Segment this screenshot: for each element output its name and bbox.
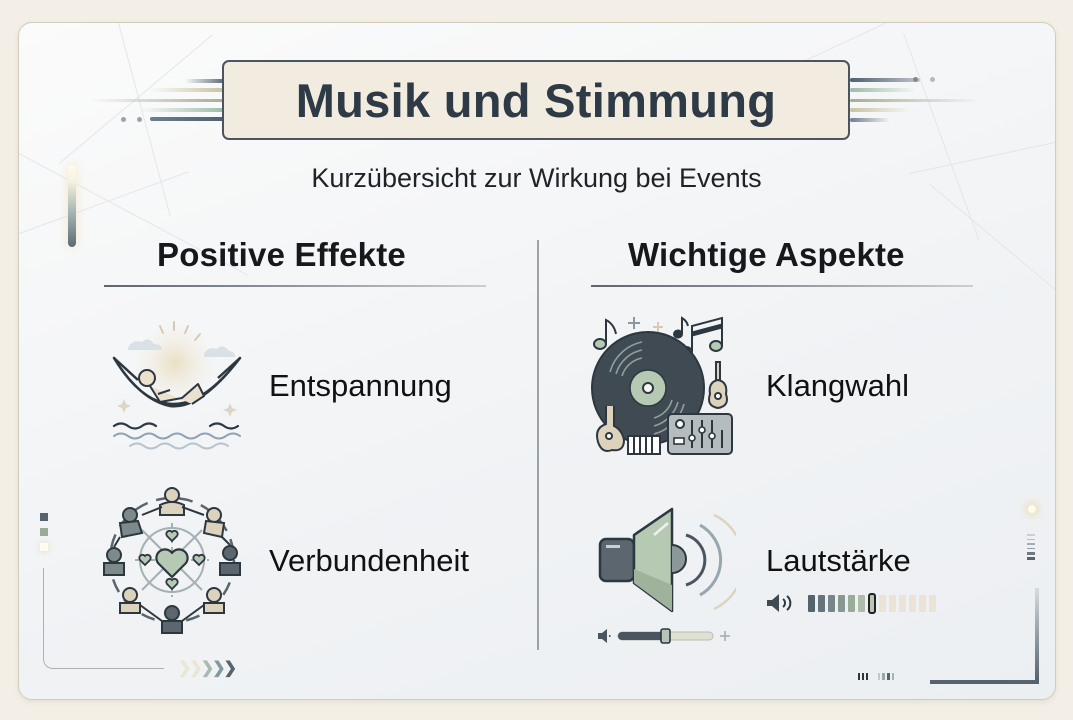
deco-stroke — [850, 118, 890, 122]
bg-line — [903, 33, 980, 241]
deco-stroke — [150, 88, 225, 92]
column-divider — [537, 240, 539, 650]
meter-segment-filled — [808, 594, 815, 612]
meter-segment-filled — [858, 594, 865, 612]
heading-rule — [591, 285, 973, 287]
item-label-entspannung: Entspannung — [269, 368, 452, 403]
deco-glow-dot — [1028, 505, 1036, 513]
heading-rule — [104, 285, 486, 287]
deco-dot — [121, 117, 126, 122]
deco-swatch — [40, 513, 48, 521]
meter-segment-filled — [848, 594, 855, 612]
chevrons-icon: ❯❯❯❯❯ — [178, 660, 237, 677]
bg-line — [799, 23, 945, 64]
deco-swatch — [40, 543, 48, 551]
speaker-small-icon — [767, 594, 792, 612]
column-heading-aspects: Wichtige Aspekte — [628, 236, 905, 273]
deco-vertical-bar — [68, 165, 76, 247]
deco-dot — [913, 77, 918, 82]
subtitle: Kurzübersicht zur Wirkung bei Events — [311, 163, 762, 193]
bg-line — [928, 183, 1055, 313]
volume-meter[interactable] — [766, 592, 936, 614]
deco-stroke — [140, 108, 225, 112]
meter-thumb[interactable] — [868, 592, 876, 614]
page-title: Musik und Stimmung — [295, 73, 777, 127]
volume-slider[interactable] — [598, 628, 738, 644]
meter-segment-filled — [818, 594, 825, 612]
hammock-relax-icon — [100, 318, 245, 453]
item-label-klangwahl: Klangwahl — [766, 368, 910, 403]
deco-stroke — [850, 99, 980, 102]
item-label-lautstaerke: Lautstärke — [766, 543, 911, 578]
deco-dot — [930, 77, 935, 82]
deco-swatch — [40, 528, 48, 536]
deco-corner-bracket — [930, 588, 1039, 684]
meter-segment-filled — [828, 594, 835, 612]
meter-segment-empty — [909, 594, 916, 612]
deco-stroke — [185, 79, 225, 83]
meter-segment-empty — [899, 594, 906, 612]
deco-stroke — [150, 117, 225, 121]
deco-barcode — [858, 673, 894, 680]
meter-segment-empty — [889, 594, 896, 612]
people-circle-heart-icon — [100, 485, 245, 635]
deco-ticks — [1027, 534, 1035, 560]
speaker-volume-icon — [596, 505, 745, 615]
meter-segment-empty — [919, 594, 926, 612]
deco-stroke — [90, 99, 225, 102]
meter-segment-filled — [838, 594, 845, 612]
deco-corner-line — [43, 568, 164, 669]
title-banner: Musik und Stimmung — [222, 60, 850, 140]
column-heading-positive: Positive Effekte — [157, 236, 406, 273]
vinyl-instruments-icon — [588, 312, 738, 460]
item-label-verbundenheit: Verbundenheit — [269, 543, 469, 578]
deco-stroke — [850, 108, 910, 112]
deco-stroke — [850, 78, 920, 82]
deco-dot — [137, 117, 142, 122]
deco-stroke — [850, 88, 915, 92]
meter-segment-empty — [879, 594, 886, 612]
